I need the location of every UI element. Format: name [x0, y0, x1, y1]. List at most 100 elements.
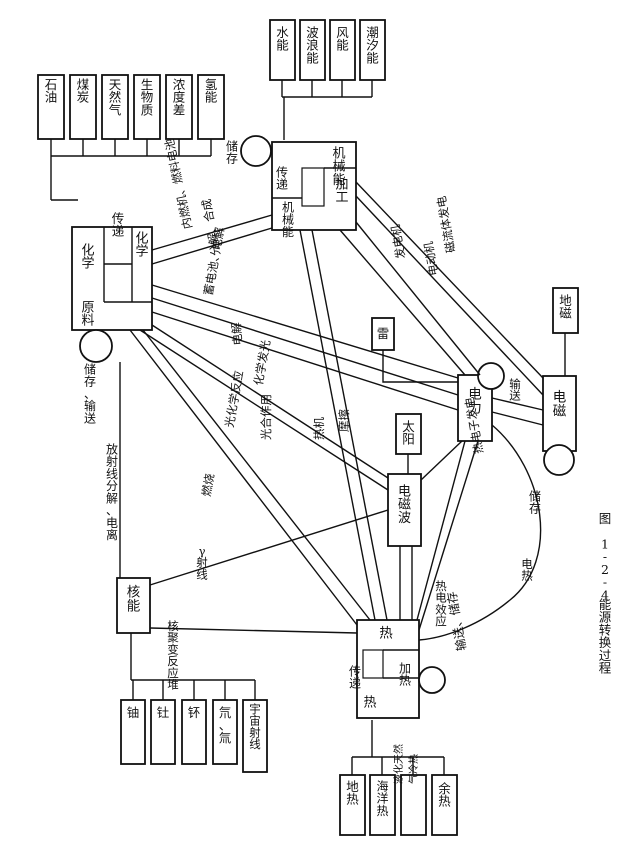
- edge-chem-elec-2: [151, 297, 459, 396]
- source-label-thorium: 钍: [157, 705, 170, 720]
- edge-elec-mag-2: [491, 411, 544, 426]
- label-friction: 摩擦: [337, 409, 351, 432]
- source-box-ocean-heat: [369, 774, 396, 836]
- label-heat-storage: 输送、储存: [444, 590, 469, 652]
- source-box-hydrogen: [197, 74, 225, 140]
- electric-storage-loop: [477, 362, 505, 390]
- source-label-geothermal: 地热: [346, 779, 359, 807]
- source-label-wind: 风能: [336, 25, 349, 53]
- source-label-concentration: 浓度差: [173, 77, 186, 118]
- source-box-uranium: [120, 699, 146, 765]
- thermal-sources: 地热 海洋热 液化天然 气冷热 余热: [339, 720, 458, 836]
- node-nuclear-label: 核能: [127, 585, 141, 615]
- node-thermal-heating-label: 加热: [399, 661, 411, 687]
- mechanical-sources: 水能 波浪能 风能 潮汐能: [269, 19, 386, 140]
- node-thermal-transfer-label: 传递: [349, 663, 361, 690]
- thermal-source-bus: [351, 720, 445, 775]
- label-chem-mech: 内燃机、燃料电池: [162, 137, 195, 230]
- chemical-source-bus: [50, 139, 212, 201]
- source-label-wave: 波浪能: [306, 25, 319, 66]
- label-photochem: 光化学反应: [222, 369, 246, 428]
- node-magnetism: 电磁: [542, 375, 577, 452]
- source-box-wind: [329, 19, 356, 81]
- label-nuclear-reaction: 核聚变反应堆: [167, 619, 179, 692]
- node-mechanical-box: [271, 141, 357, 231]
- source-box-cosmic-rays: [242, 699, 268, 773]
- connection-lines: [119, 181, 544, 641]
- edge-elec-mag-1: [491, 397, 544, 411]
- source-label-geomagnetism: 地磁: [559, 293, 572, 321]
- edge-mech-elec-2: [355, 221, 481, 376]
- edge-chem-emw-1: [139, 329, 389, 491]
- edge-elec-emw: [420, 440, 463, 481]
- edge-chem-elec-3: [151, 311, 459, 411]
- node-magnetism-box: [542, 375, 577, 452]
- label-electric-heat: 电热: [521, 557, 533, 583]
- node-mechanical-transfer-label: 传递: [276, 164, 288, 191]
- node-electromagnetic-wave-box: [387, 473, 422, 547]
- node-electromagnetic-wave-label: 电磁波: [398, 484, 411, 526]
- label-combustion: 燃烧: [199, 472, 217, 498]
- source-geomagnetism: 地磁: [552, 287, 579, 376]
- source-label-tidal: 潮汐能: [366, 25, 379, 66]
- node-mechanical: 传递 机械能 机械能 加工: [271, 141, 357, 239]
- edge-chem-mech-1: [151, 214, 273, 251]
- chemical-storage-loop: [79, 329, 113, 363]
- label-thermoelectric: 热电效应: [435, 579, 447, 628]
- node-mechanical-label: 机械能: [332, 146, 345, 188]
- label-chem-storage: 储存、输送: [84, 361, 96, 425]
- edge-chem-thermal-2: [142, 329, 371, 621]
- edge-elec-thermal-arc: [418, 424, 542, 641]
- lightning-connector: [382, 350, 458, 383]
- source-label-plutonium: 钚: [188, 705, 201, 720]
- source-box-biomass: [133, 74, 161, 140]
- label-motor: 电动机: [421, 240, 441, 277]
- source-box-geomagnetism: [552, 287, 579, 334]
- source-label-hydrogen: 氢能: [205, 77, 218, 105]
- node-chemical-transfer-label: 传递: [112, 211, 125, 239]
- source-label-natural-gas: 天然气: [109, 77, 122, 118]
- source-label-ocean-heat: 海洋热: [376, 778, 388, 817]
- source-solar: 太阳: [395, 413, 422, 474]
- mechanical-storage-loop: [240, 135, 272, 167]
- source-box-plutonium: [181, 699, 207, 765]
- source-label-uranium: 铀: [127, 705, 140, 720]
- chemical-sources: 石油 煤炭 天然气 生物质 浓度差 氢能: [37, 74, 225, 201]
- figure-caption: 能源转换过程: [599, 597, 612, 676]
- source-label-coal: 煤炭: [77, 77, 90, 105]
- source-box-wave: [299, 19, 326, 81]
- label-generator: 发电机: [388, 223, 408, 260]
- nuclear-sources: 铀 钍 钚 氘、氚 宇宙射线: [120, 633, 268, 773]
- edge-chem-mech-2: [151, 227, 273, 265]
- edge-elec-thermal-2: [418, 440, 479, 631]
- source-label-cosmic-rays: 宇宙射线: [249, 702, 261, 751]
- source-box-thorium: [150, 699, 176, 765]
- node-chemical-raw-label: 原料: [81, 300, 94, 328]
- node-thermal-box: [356, 619, 420, 719]
- node-nuclear: 核能: [116, 577, 151, 634]
- source-label-lightning: 雷: [377, 326, 390, 341]
- source-label-biomass: 生物质: [141, 77, 154, 118]
- node-mechanical-inner-box: [301, 167, 325, 207]
- label-photosynth: 光合作用: [259, 394, 273, 440]
- edge-elec-thermal-1: [416, 440, 466, 621]
- source-box-tidal: [359, 19, 386, 81]
- edge-nuclear-thermal: [149, 627, 358, 634]
- label-radiolysis: 放射线分解、电离: [106, 441, 118, 542]
- magnetic-storage-loop: [543, 444, 575, 476]
- edge-mech-mag-1: [355, 181, 544, 379]
- edge-chem-elec-1: [151, 284, 459, 379]
- node-chemical-label: 化学: [81, 243, 94, 271]
- label-mhd: 磁流体发电: [434, 194, 458, 254]
- source-box-geothermal: [339, 774, 366, 836]
- label-mag-storage: 储存: [529, 488, 541, 515]
- source-box-solar: [395, 413, 422, 455]
- label-electrolysis: 电解: [229, 321, 245, 346]
- edge-chem-emw-2: [151, 324, 389, 479]
- node-magnetism-label: 电磁: [553, 390, 567, 420]
- source-lightning: 雷: [371, 317, 458, 383]
- edge-chem-thermal-1: [129, 329, 358, 626]
- node-thermal-label: 热: [379, 626, 393, 642]
- source-box-lng-cold: [400, 774, 427, 836]
